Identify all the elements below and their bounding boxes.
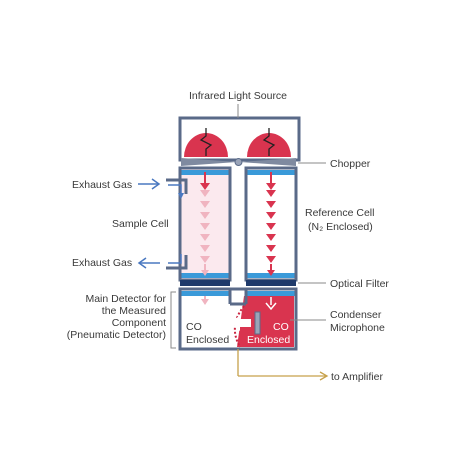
sample-cell-label: Sample Cell	[112, 218, 169, 230]
main-detector-label-4: (Pneumatic Detector)	[67, 329, 166, 341]
exhaust-gas-in-label: Exhaust Gas	[72, 179, 132, 191]
sample-top-arrow	[200, 172, 210, 190]
condenser-microphone-label-2: Microphone	[330, 322, 385, 334]
sample-bottom-arrow	[201, 264, 209, 276]
main-detector-label-1: Main Detector for	[85, 293, 166, 305]
left-heater-dome	[184, 133, 228, 157]
co-enclosed-right-label-2: Enclosed	[247, 334, 290, 346]
co-enclosed-right-label-1: CO	[273, 321, 289, 333]
right-heater-dome	[247, 133, 291, 157]
condenser-microphone-label-1: Condenser	[330, 309, 382, 321]
main-detector-label-3: Component	[112, 317, 166, 329]
diaphragm	[233, 305, 245, 348]
right-filament-icon	[262, 128, 276, 156]
detector-left-arrow	[201, 296, 209, 305]
optical-filter-label: Optical Filter	[330, 278, 389, 290]
infrared-light-source-label: Infrared Light Source	[189, 90, 287, 102]
reference-top-arrow	[266, 172, 276, 190]
exhaust-out-arrow-icon	[137, 257, 160, 269]
main-detector	[178, 287, 298, 351]
condenser-plate	[254, 311, 261, 335]
pressure-arrow-icon	[231, 315, 251, 331]
light-source-housing	[178, 116, 301, 162]
right-co-chamber	[237, 296, 294, 347]
optical-filter-right	[246, 280, 296, 286]
leader-lines	[170, 104, 326, 349]
chopper-label: Chopper	[330, 158, 371, 170]
chopper	[181, 158, 296, 166]
detector-right-arrow	[265, 297, 277, 311]
amplifier-line	[237, 349, 329, 381]
co-enclosed-left-label-1: CO	[186, 321, 202, 333]
reference-bottom-arrow	[267, 264, 275, 276]
reference-cell-sublabel: (N₂ Enclosed)	[308, 221, 373, 233]
exhaust-inlet-pipe	[166, 178, 188, 199]
reference-beam-arrows	[266, 190, 276, 263]
sample-beam-arrows	[200, 190, 210, 263]
optical-filter-left	[180, 280, 230, 286]
co-enclosed-left-label-2: Enclosed	[186, 334, 229, 346]
reference-cell-label: Reference Cell	[305, 207, 374, 219]
exhaust-outlet-pipe	[166, 254, 188, 270]
to-amplifier-label: to Amplifier	[331, 371, 383, 383]
exhaust-in-arrow-icon	[138, 178, 161, 190]
left-filament-icon	[199, 128, 213, 156]
main-detector-label-2: the Measured	[102, 305, 166, 317]
exhaust-gas-out-label: Exhaust Gas	[72, 257, 132, 269]
